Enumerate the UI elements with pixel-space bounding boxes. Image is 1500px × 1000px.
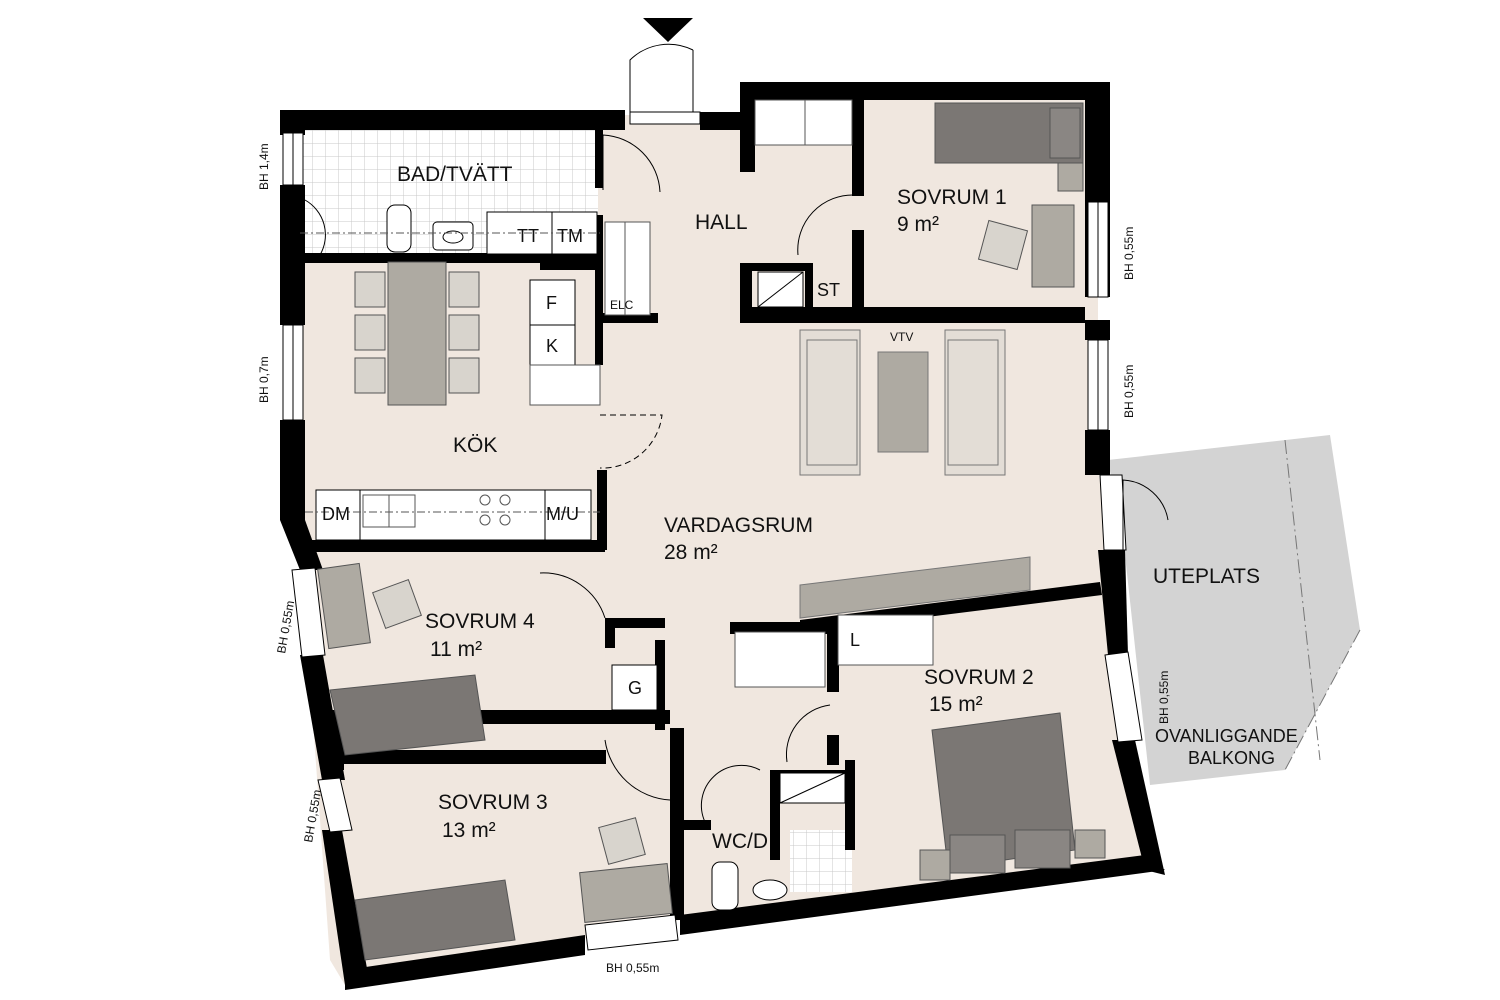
bh-sovrum4: BH 0,55m bbox=[274, 600, 297, 655]
bh-kok: BH 0,7m bbox=[257, 356, 271, 403]
living-furniture bbox=[799, 329, 1031, 619]
doors bbox=[304, 43, 1169, 823]
bh-vardagsrum: BH 0,55m bbox=[1122, 365, 1136, 418]
bh-bottom: BH 0,55m bbox=[606, 961, 659, 975]
fixture-g: G bbox=[628, 678, 642, 698]
sovrum4-furniture bbox=[317, 562, 658, 756]
bathroom-fixtures bbox=[300, 204, 600, 255]
fixture-tm: TM bbox=[557, 226, 583, 246]
balkong-label-line1: OVANLIGGANDE bbox=[1155, 726, 1298, 746]
room-area-vardagsrum: 28 m² bbox=[664, 541, 718, 564]
room-name-uteplats: UTEPLATS bbox=[1153, 565, 1260, 588]
fixture-vtv: VTV bbox=[890, 330, 913, 344]
bh-bad: BH 1,4m bbox=[257, 143, 271, 190]
room-name-vardagsrum: VARDAGSRUM bbox=[664, 514, 813, 537]
fixture-st: ST bbox=[817, 280, 840, 300]
entrance-arrow-icon bbox=[643, 18, 693, 42]
sovrum1-furniture bbox=[934, 102, 1084, 288]
room-name-sovrum4: SOVRUM 4 bbox=[425, 610, 535, 633]
fixture-labels: TT TM ST F K ELC DM M/U L G VTV bbox=[322, 226, 913, 698]
room-labels: BAD/TVÄTT HALL KÖK SOVRUM 1 9 m² VARDAGS… bbox=[397, 163, 1298, 853]
room-name-bad: BAD/TVÄTT bbox=[397, 163, 513, 186]
sovrum2-furniture bbox=[734, 614, 1106, 881]
room-name-hall: HALL bbox=[695, 211, 748, 234]
room-name-sovrum3: SOVRUM 3 bbox=[438, 791, 548, 814]
uteplats-terrace bbox=[1108, 435, 1360, 785]
room-name-wcd: WC/D bbox=[712, 830, 768, 853]
bh-sovrum1: BH 0,55m bbox=[1122, 227, 1136, 280]
room-name-sovrum2: SOVRUM 2 bbox=[924, 666, 1034, 689]
windows bbox=[282, 111, 1143, 951]
walls bbox=[280, 82, 1165, 990]
pantry bbox=[604, 99, 853, 316]
bh-sovrum2: BH 0,55m bbox=[1157, 671, 1171, 724]
wc-shower-floor bbox=[790, 830, 852, 892]
fixture-tt: TT bbox=[517, 226, 539, 246]
fixture-mu: M/U bbox=[546, 504, 579, 524]
room-area-sovrum3: 13 m² bbox=[442, 819, 496, 842]
room-area-sovrum1: 9 m² bbox=[897, 213, 939, 236]
sovrum3-furniture bbox=[354, 817, 673, 961]
fixture-elc: ELC bbox=[610, 298, 634, 312]
fixture-k: K bbox=[546, 336, 558, 356]
fixture-f: F bbox=[546, 293, 557, 313]
fixture-dm: DM bbox=[322, 504, 350, 524]
room-name-kok: KÖK bbox=[453, 434, 497, 457]
balkong-label-line2: BALKONG bbox=[1188, 748, 1275, 768]
room-name-sovrum1: SOVRUM 1 bbox=[897, 186, 1007, 209]
fixture-l: L bbox=[850, 630, 860, 650]
kitchen-fixtures bbox=[305, 261, 601, 541]
room-area-sovrum4: 11 m² bbox=[430, 638, 482, 661]
room-area-sovrum2: 15 m² bbox=[929, 693, 983, 716]
wc-fixtures bbox=[711, 772, 846, 911]
